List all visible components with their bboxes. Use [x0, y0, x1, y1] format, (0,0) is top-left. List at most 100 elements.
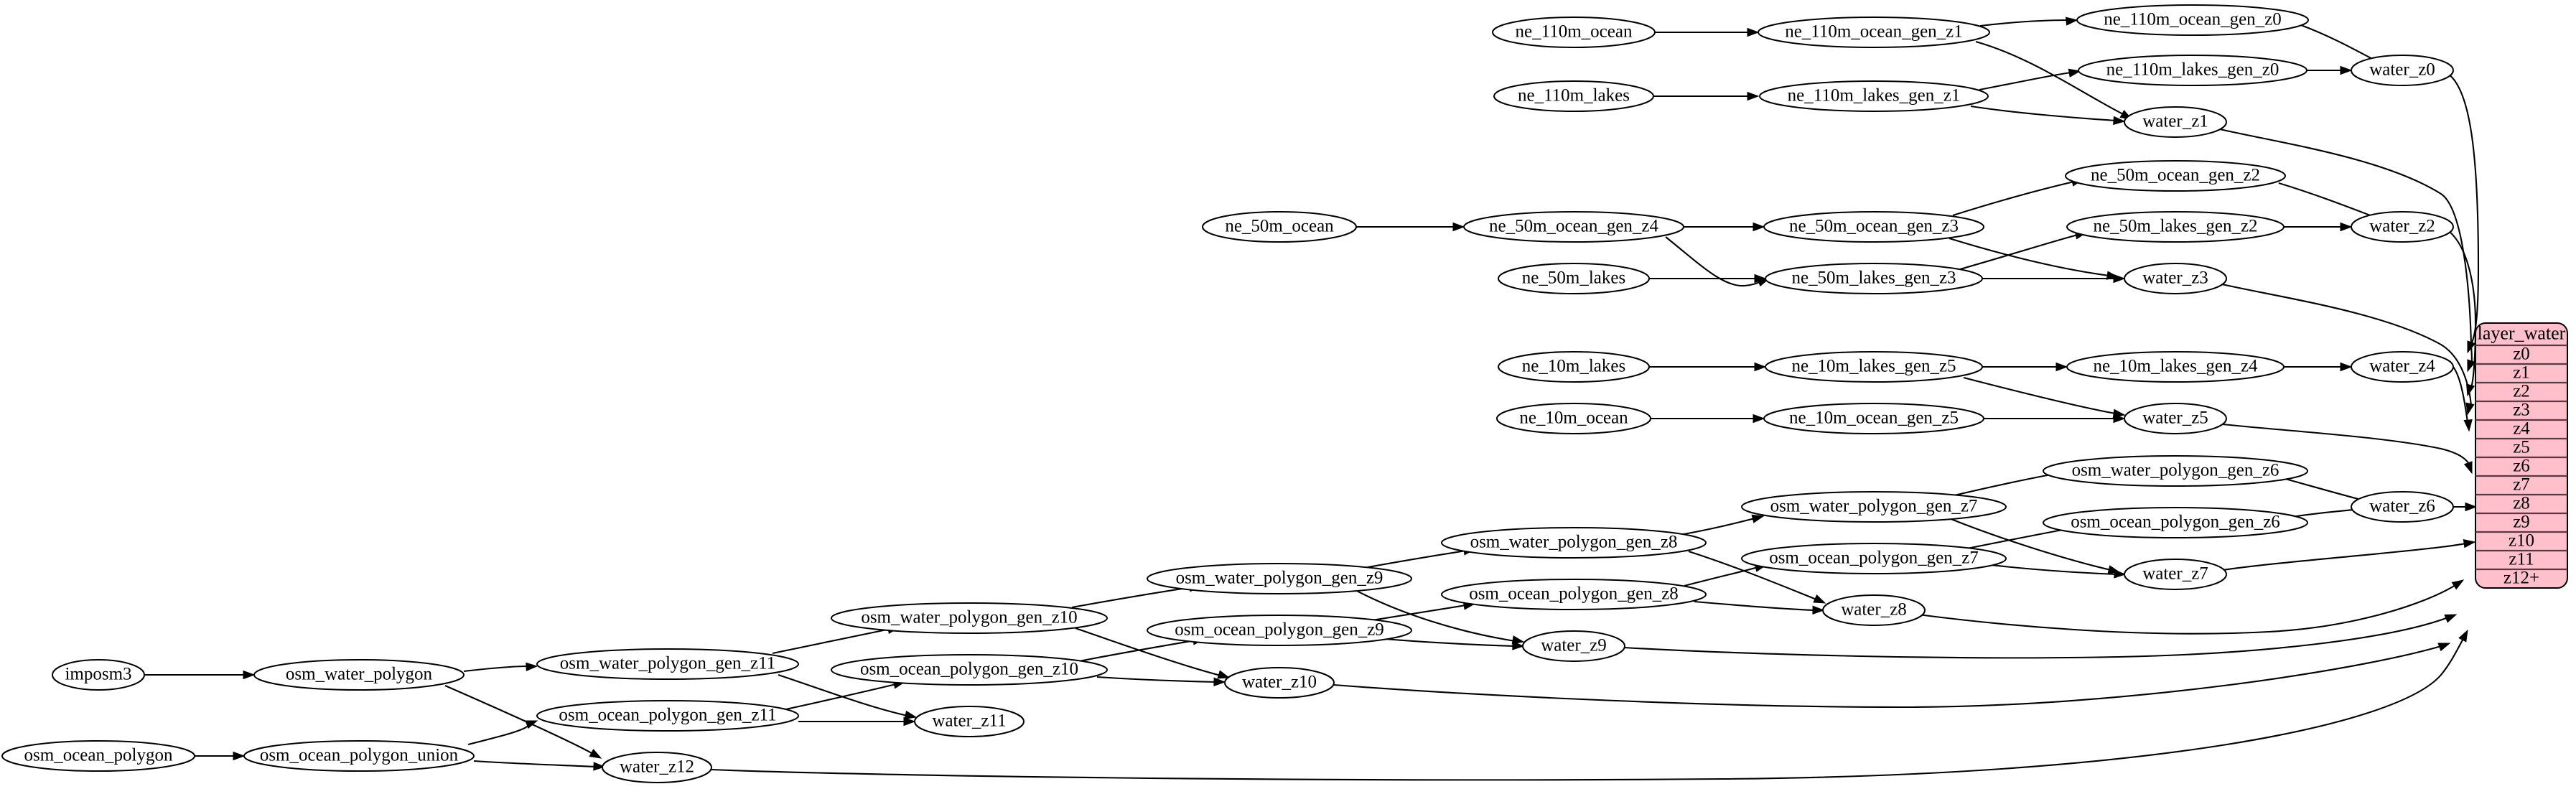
node-ellipse[interactable]: [2124, 559, 2227, 590]
node-ellipse[interactable]: [1441, 527, 1707, 559]
node-ellipse[interactable]: [2043, 507, 2308, 538]
node-ellipse[interactable]: [536, 700, 799, 732]
graph-node-osm_water_polygon_gen_z11[interactable]: osm_water_polygon_gen_z11: [536, 648, 799, 680]
record-row-z9[interactable]: z9: [2475, 513, 2567, 532]
node-ellipse[interactable]: [2351, 55, 2454, 86]
graph-node-water_z6[interactable]: water_z6: [2351, 491, 2454, 523]
node-ellipse[interactable]: [1741, 543, 2007, 574]
node-ellipse[interactable]: [1741, 491, 2007, 523]
node-ellipse[interactable]: [1202, 211, 1357, 243]
node-ellipse[interactable]: [1224, 667, 1335, 699]
graph-node-ne_10m_lakes[interactable]: ne_10m_lakes: [1498, 351, 1650, 383]
node-ellipse[interactable]: [2351, 491, 2454, 523]
graph-node-ne_110m_ocean_gen_z1[interactable]: ne_110m_ocean_gen_z1: [1758, 17, 1990, 48]
node-ellipse[interactable]: [52, 659, 145, 691]
graph-node-water_z0[interactable]: water_z0: [2351, 55, 2454, 86]
graph-node-water_z5[interactable]: water_z5: [2124, 403, 2227, 434]
record-row-hitbox[interactable]: [2475, 476, 2567, 495]
graph-node-osm_ocean_polygon_gen_z11[interactable]: osm_ocean_polygon_gen_z11: [536, 700, 799, 732]
node-ellipse[interactable]: [2066, 351, 2285, 383]
graph-node-ne_110m_ocean_gen_z0[interactable]: ne_110m_ocean_gen_z0: [2076, 4, 2309, 36]
node-ellipse[interactable]: [2065, 160, 2286, 192]
record-row-z5[interactable]: z5: [2475, 438, 2567, 457]
record-row-hitbox[interactable]: [2475, 383, 2567, 401]
record-row-z1[interactable]: z1: [2475, 363, 2567, 383]
graph-node-ne_50m_lakes[interactable]: ne_50m_lakes: [1498, 263, 1650, 294]
graph-node-osm_water_polygon[interactable]: osm_water_polygon: [253, 659, 465, 691]
record-row-hitbox[interactable]: [2475, 457, 2567, 476]
graph-node-water_z10[interactable]: water_z10: [1224, 667, 1335, 699]
node-ellipse[interactable]: [1147, 563, 1412, 594]
node-ellipse[interactable]: [536, 648, 799, 680]
graph-node-osm_water_polygon_gen_z10[interactable]: osm_water_polygon_gen_z10: [831, 602, 1108, 634]
graph-node-ne_50m_lakes_gen_z2[interactable]: ne_50m_lakes_gen_z2: [2066, 211, 2285, 243]
record-row-hitbox[interactable]: [2475, 569, 2567, 588]
graph-node-ne_50m_ocean_gen_z4[interactable]: ne_50m_ocean_gen_z4: [1463, 211, 1684, 243]
graph-node-osm_ocean_polygon_gen_z9[interactable]: osm_ocean_polygon_gen_z9: [1147, 615, 1412, 646]
graph-node-water_z7[interactable]: water_z7: [2124, 559, 2227, 590]
graph-node-ne_50m_ocean_gen_z3[interactable]: ne_50m_ocean_gen_z3: [1763, 211, 1984, 243]
node-ellipse[interactable]: [1822, 594, 1926, 626]
node-ellipse[interactable]: [243, 740, 475, 772]
graph-node-osm_ocean_polygon_gen_z6[interactable]: osm_ocean_polygon_gen_z6: [2043, 507, 2308, 538]
record-row-z0[interactable]: z0: [2475, 345, 2567, 364]
record-row-hitbox[interactable]: [2475, 420, 2567, 439]
node-ellipse[interactable]: [1765, 351, 1983, 383]
record-row-z8[interactable]: z8: [2475, 494, 2567, 513]
graph-node-osm_water_polygon_gen_z6[interactable]: osm_water_polygon_gen_z6: [2043, 455, 2308, 487]
node-ellipse[interactable]: [1522, 630, 1625, 662]
graph-node-water_z2[interactable]: water_z2: [2351, 211, 2454, 243]
record-row-z2[interactable]: z2: [2475, 382, 2567, 401]
node-ellipse[interactable]: [1498, 351, 1650, 383]
record-row-z7[interactable]: z7: [2475, 475, 2567, 495]
record-row-hitbox[interactable]: [2475, 532, 2567, 551]
graph-node-osm_ocean_polygon_gen_z8[interactable]: osm_ocean_polygon_gen_z8: [1441, 579, 1707, 610]
graph-node-ne_110m_lakes_gen_z0[interactable]: ne_110m_lakes_gen_z0: [2078, 55, 2307, 86]
record-row-hitbox[interactable]: [2475, 364, 2567, 383]
graph-node-water_z1[interactable]: water_z1: [2124, 106, 2227, 138]
node-ellipse[interactable]: [1492, 17, 1656, 48]
node-ellipse[interactable]: [1765, 263, 1983, 294]
node-ellipse[interactable]: [1498, 263, 1650, 294]
node-ellipse[interactable]: [2078, 55, 2307, 86]
graph-node-osm_water_polygon_gen_z8[interactable]: osm_water_polygon_gen_z8: [1441, 527, 1707, 559]
record-row-hitbox[interactable]: [2475, 345, 2567, 364]
graph-node-water_z4[interactable]: water_z4: [2351, 351, 2454, 383]
record-row-z12+[interactable]: z12+: [2475, 569, 2567, 588]
node-ellipse[interactable]: [1147, 615, 1412, 646]
record-row-hitbox[interactable]: [2475, 439, 2567, 457]
node-ellipse[interactable]: [2124, 106, 2227, 138]
graph-node-ne_50m_ocean_gen_z2[interactable]: ne_50m_ocean_gen_z2: [2065, 160, 2286, 192]
graph-node-ne_110m_ocean[interactable]: ne_110m_ocean: [1492, 17, 1656, 48]
node-ellipse[interactable]: [2066, 211, 2285, 243]
record-row-hitbox[interactable]: [2475, 401, 2567, 420]
record-row-z11[interactable]: z11: [2475, 550, 2567, 569]
node-ellipse[interactable]: [2124, 263, 2227, 294]
graph-node-water_z11[interactable]: water_z11: [914, 706, 1025, 737]
graph-node-ne_10m_lakes_gen_z5[interactable]: ne_10m_lakes_gen_z5: [1765, 351, 1983, 383]
graph-node-ne_50m_lakes_gen_z3[interactable]: ne_50m_lakes_gen_z3: [1765, 263, 1983, 294]
record-row-hitbox[interactable]: [2475, 495, 2567, 513]
graph-node-water_z3[interactable]: water_z3: [2124, 263, 2227, 294]
graph-node-water_z9[interactable]: water_z9: [1522, 630, 1625, 662]
node-ellipse[interactable]: [2124, 403, 2227, 434]
node-ellipse[interactable]: [2351, 351, 2454, 383]
node-ellipse[interactable]: [831, 654, 1108, 686]
node-ellipse[interactable]: [1496, 403, 1651, 434]
node-ellipse[interactable]: [1493, 80, 1654, 112]
node-ellipse[interactable]: [1441, 579, 1707, 610]
graph-node-osm_ocean_polygon_gen_z10[interactable]: osm_ocean_polygon_gen_z10: [831, 654, 1108, 686]
node-ellipse[interactable]: [2076, 4, 2309, 36]
graph-node-imposm3[interactable]: imposm3: [52, 659, 145, 691]
record-row-z3[interactable]: z3: [2475, 401, 2567, 420]
graph-node-ne_10m_ocean[interactable]: ne_10m_ocean: [1496, 403, 1651, 434]
graph-node-water_z8[interactable]: water_z8: [1822, 594, 1926, 626]
record-row-hitbox[interactable]: [2475, 513, 2567, 532]
node-ellipse[interactable]: [831, 602, 1108, 634]
node-ellipse[interactable]: [1463, 211, 1684, 243]
record-row-z4[interactable]: z4: [2475, 419, 2567, 439]
graph-node-ne_10m_lakes_gen_z4[interactable]: ne_10m_lakes_gen_z4: [2066, 351, 2285, 383]
node-ellipse[interactable]: [914, 706, 1025, 737]
record-row-z10[interactable]: z10: [2475, 531, 2567, 551]
graph-node-osm_ocean_polygon[interactable]: osm_ocean_polygon: [1, 740, 195, 772]
